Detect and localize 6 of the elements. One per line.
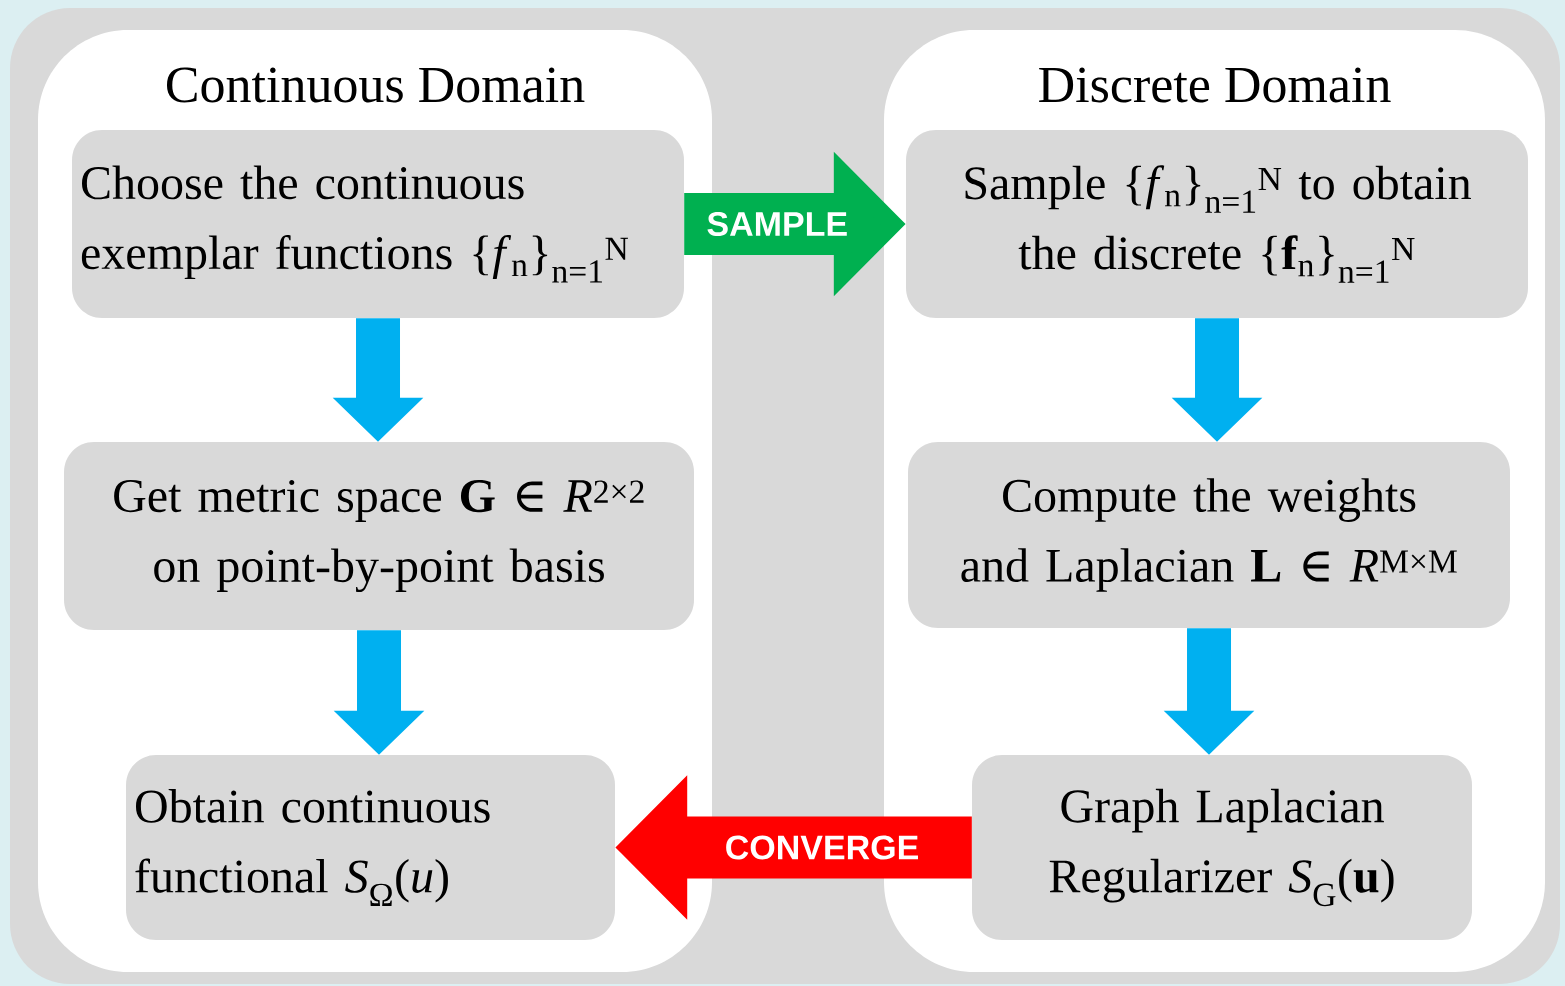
process-box: Sample {f$_{n}$}$_{n=1}$$^{N}$ to obtain the discrete {f$_{n}$}$_{n=1}$N	[906, 130, 1528, 318]
process-box: Choose the continuous exemplar functions {f$_{n}$}$_{n=1}$N	[72, 130, 684, 318]
process-box: Get metric space G ∈ R$^{2×2}$ on point-by-point basis	[64, 442, 694, 630]
process-box: Compute the weights and Laplacian L ∈ R$^{M×M}$	[908, 442, 1510, 628]
process-box: Graph Laplacian Regularizer S$_{G}$(u)	[972, 755, 1472, 940]
process-box: Obtain continuous functional S$_{Ω}$(u)	[126, 755, 615, 940]
